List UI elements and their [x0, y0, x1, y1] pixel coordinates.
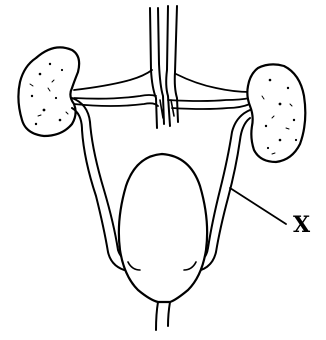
urinary-bladder	[119, 154, 207, 302]
right-renal-vessels	[168, 74, 250, 109]
great-vessels	[150, 6, 178, 128]
pointer-line	[230, 188, 286, 224]
left-kidney	[18, 47, 79, 136]
vessel-stubs	[160, 100, 174, 118]
left-renal-vessels	[74, 70, 158, 106]
right-kidney	[247, 64, 305, 162]
label-x: X	[293, 214, 310, 236]
urethra	[156, 302, 170, 330]
